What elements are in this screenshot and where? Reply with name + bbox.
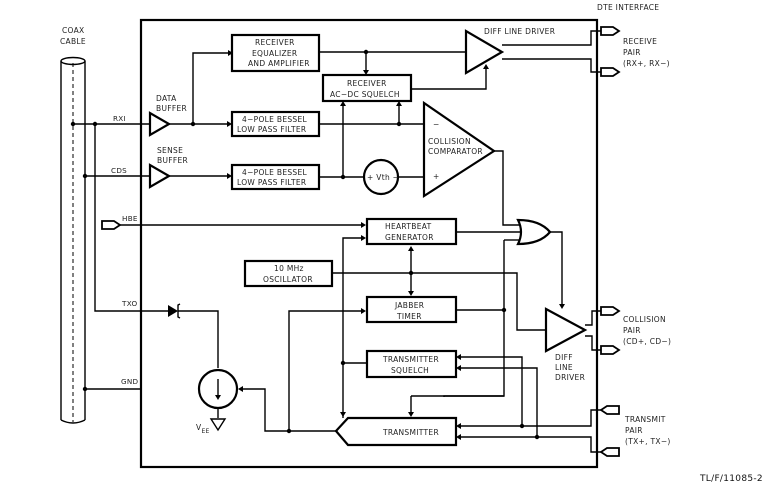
pin-hbe: HBE xyxy=(122,214,138,223)
data-buffer-label-1: DATA xyxy=(156,94,177,103)
pin-txo: TXO xyxy=(121,299,137,308)
transmit-pair-connectors xyxy=(599,405,620,457)
coax-label-1: COAX xyxy=(62,26,84,35)
tx-squelch-label-1: TRANSMITTER xyxy=(382,355,439,364)
txo-diode xyxy=(168,305,178,317)
oscillator-block xyxy=(243,259,334,288)
cd-diff-line-driver xyxy=(544,307,588,353)
collision-pair-label-1: COLLISION xyxy=(623,315,666,324)
dte-interface-label: DTE INTERFACE xyxy=(597,3,659,12)
coax-label-2: CABLE xyxy=(60,37,86,46)
bessel-1-label-2: LOW PASS FILTER xyxy=(237,125,306,134)
transmitter-squelch-block xyxy=(365,349,458,379)
comp-minus: − xyxy=(433,120,440,129)
or-gate xyxy=(516,218,552,246)
transmitter-label: TRANSMITTER xyxy=(382,428,439,437)
data-buffer-label-2: BUFFER xyxy=(156,104,187,113)
receiver-squelch-label-1: RECEIVER xyxy=(347,79,387,88)
vee-label: VEE xyxy=(196,423,210,435)
receiver-equalizer-block xyxy=(230,33,321,73)
pin-gnd: GND xyxy=(121,377,139,386)
transmit-pair-label-2: PAIR xyxy=(625,426,643,435)
sense-buffer-label-1: SENSE xyxy=(157,146,183,155)
receiver-squelch-label-2: AC−DC SQUELCH xyxy=(330,90,400,99)
vth-label: + Vth − xyxy=(367,173,399,182)
receive-pair-label-2: PAIR xyxy=(623,48,641,57)
receive-pair-label-1: RECEIVE xyxy=(623,37,657,46)
bessel-1-label-1: 4−POLE BESSEL xyxy=(242,115,308,124)
sense-buffer-label-2: BUFFER xyxy=(157,156,188,165)
receiver-eq-label-3: AND AMPLIFIER xyxy=(248,59,310,68)
data-buffer xyxy=(148,111,172,137)
receive-pair-label-3: (RX+, RX−) xyxy=(623,59,670,68)
oscillator-label-1: 10 MHz xyxy=(274,264,304,273)
receiver-squelch-block xyxy=(321,73,413,103)
heartbeat-label-2: GENERATOR xyxy=(385,233,434,242)
transmitter-block xyxy=(334,416,458,447)
coax-cable xyxy=(60,56,86,424)
hbe-connector xyxy=(101,220,122,230)
chip-boundary xyxy=(139,18,599,469)
jabber-label-2: TIMER xyxy=(396,312,422,321)
figure-id: TL/F/11085-2 xyxy=(699,474,763,484)
pin-rxi: RXI xyxy=(113,114,126,123)
bessel-filter-1 xyxy=(230,110,321,138)
collision-pair-label-3: (CD+, CD−) xyxy=(623,337,671,346)
comparator-label-2: COMPARATOR xyxy=(428,147,483,156)
bessel-2-label-1: 4−POLE BESSEL xyxy=(242,168,308,177)
rx-driver-label: DIFF LINE DRIVER xyxy=(484,27,555,36)
comp-plus: + xyxy=(433,172,440,181)
oscillator-label-2: OSCILLATOR xyxy=(263,275,313,284)
jabber-label-1: JABBER xyxy=(394,301,424,310)
bessel-2-label-2: LOW PASS FILTER xyxy=(237,178,306,187)
collision-pair-connectors xyxy=(600,306,621,355)
cd-driver-label-2: LINE xyxy=(555,363,573,372)
collision-pair-label-2: PAIR xyxy=(623,326,641,335)
jabber-timer-block xyxy=(365,295,458,324)
cd-driver-label-1: DIFF xyxy=(555,353,573,362)
sense-buffer xyxy=(148,163,172,189)
vee-ground-symbol xyxy=(209,418,227,432)
bessel-filter-2 xyxy=(230,163,321,191)
transmit-pair-label-3: (TX+, TX−) xyxy=(625,437,671,446)
receive-pair-connectors xyxy=(600,26,621,77)
pin-cds: CDS xyxy=(111,166,127,175)
cd-driver-label-3: DRIVER xyxy=(555,373,585,382)
collision-comparator xyxy=(422,100,496,199)
tx-squelch-label-2: SQUELCH xyxy=(391,366,429,375)
transmit-pair-label-1: TRANSMIT xyxy=(624,415,666,424)
comparator-label-1: COLLISION xyxy=(428,137,471,146)
heartbeat-label-1: HEARTBEAT xyxy=(385,222,432,231)
receiver-eq-label-1: RECEIVER xyxy=(255,38,295,47)
receiver-eq-label-2: EQUALIZER xyxy=(252,49,297,58)
rx-diff-line-driver xyxy=(464,29,505,75)
